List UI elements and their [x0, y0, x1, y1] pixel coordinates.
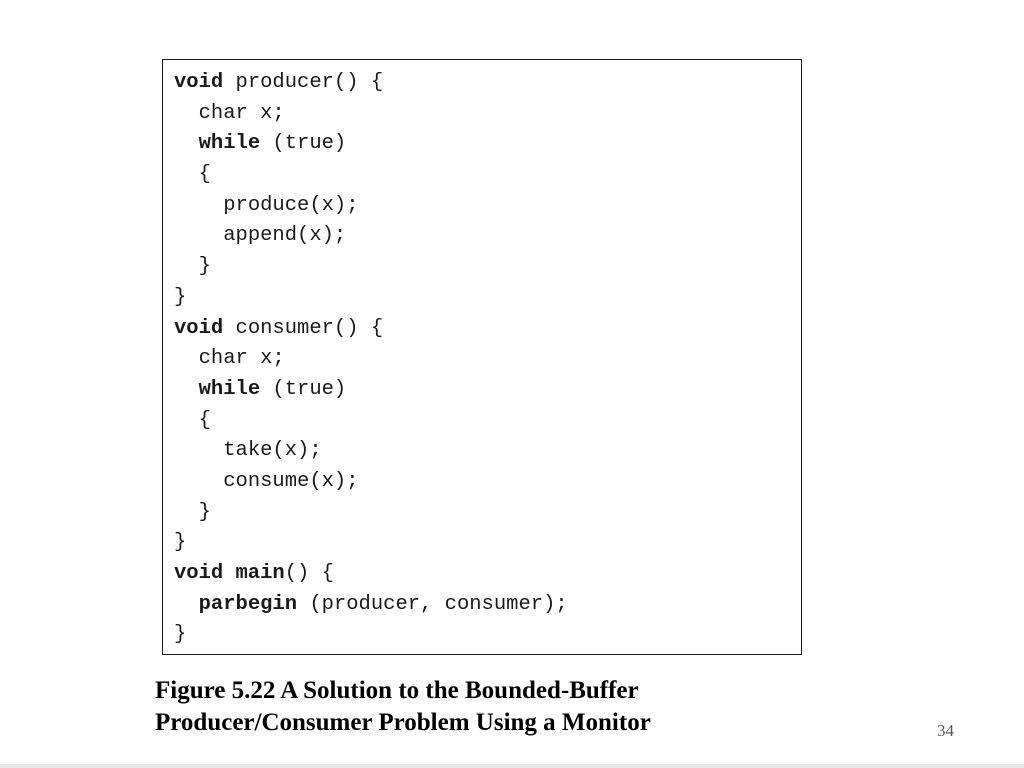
code-text: char x;: [198, 101, 285, 125]
code-text: char x;: [198, 347, 285, 371]
code-listing-box: void producer() { char x; while (true) {…: [162, 59, 802, 655]
code-line: while (true): [174, 129, 568, 160]
code-line: char x;: [174, 344, 568, 375]
code-line: parbegin (producer, consumer);: [174, 590, 568, 621]
code-line: void consumer() {: [174, 314, 568, 345]
code-text: () {: [284, 562, 334, 585]
code-text: producer() {: [223, 71, 384, 94]
code-text: }: [174, 623, 187, 647]
code-line: void main() {: [174, 559, 568, 590]
code-line: take(x);: [174, 436, 568, 467]
code-text: produce(x);: [223, 193, 359, 217]
code-text: }: [174, 531, 187, 555]
figure-caption: Figure 5.22 A Solution to the Bounded-Bu…: [155, 675, 651, 739]
code-text: {: [198, 163, 211, 187]
code-line: {: [174, 160, 568, 191]
code-text: append(x);: [223, 224, 347, 248]
code-line: char x;: [174, 99, 568, 130]
code-text: (producer, consumer);: [297, 592, 568, 616]
code-line: produce(x);: [174, 191, 568, 222]
code-text: consume(x);: [223, 469, 359, 493]
code-keyword: while: [198, 132, 261, 156]
code-keyword: void: [174, 71, 224, 94]
code-text: consumer() {: [223, 316, 384, 340]
code-keyword: parbegin: [198, 592, 298, 616]
code-text: }: [198, 500, 211, 524]
figure-caption-line-1: Figure 5.22 A Solution to the Bounded-Bu…: [155, 677, 639, 704]
page-number: 34: [937, 721, 954, 740]
code-line: }: [174, 283, 568, 314]
code-line: }: [174, 498, 568, 529]
code-keyword: void: [174, 316, 224, 340]
code-keyword: void main: [174, 562, 285, 585]
code-line: void producer() {: [174, 68, 568, 99]
code-line: append(x);: [174, 221, 568, 252]
code-keyword: while: [198, 377, 261, 401]
code-line: }: [174, 620, 568, 651]
code-text: }: [198, 255, 211, 279]
code-text: {: [198, 408, 211, 432]
bottom-divider: [0, 764, 1024, 768]
code-text: take(x);: [223, 439, 322, 463]
code-line: {: [174, 406, 568, 437]
code-line: }: [174, 528, 568, 559]
code-text: }: [174, 285, 187, 309]
code-line: consume(x);: [174, 467, 568, 498]
code-text: (true): [260, 132, 347, 156]
code-line: }: [174, 252, 568, 283]
figure-caption-line-2: Producer/Consumer Problem Using a Monito…: [155, 709, 651, 736]
code-line: while (true): [174, 375, 568, 406]
code-text: (true): [260, 377, 347, 401]
code-listing: void producer() { char x; while (true) {…: [174, 68, 568, 651]
